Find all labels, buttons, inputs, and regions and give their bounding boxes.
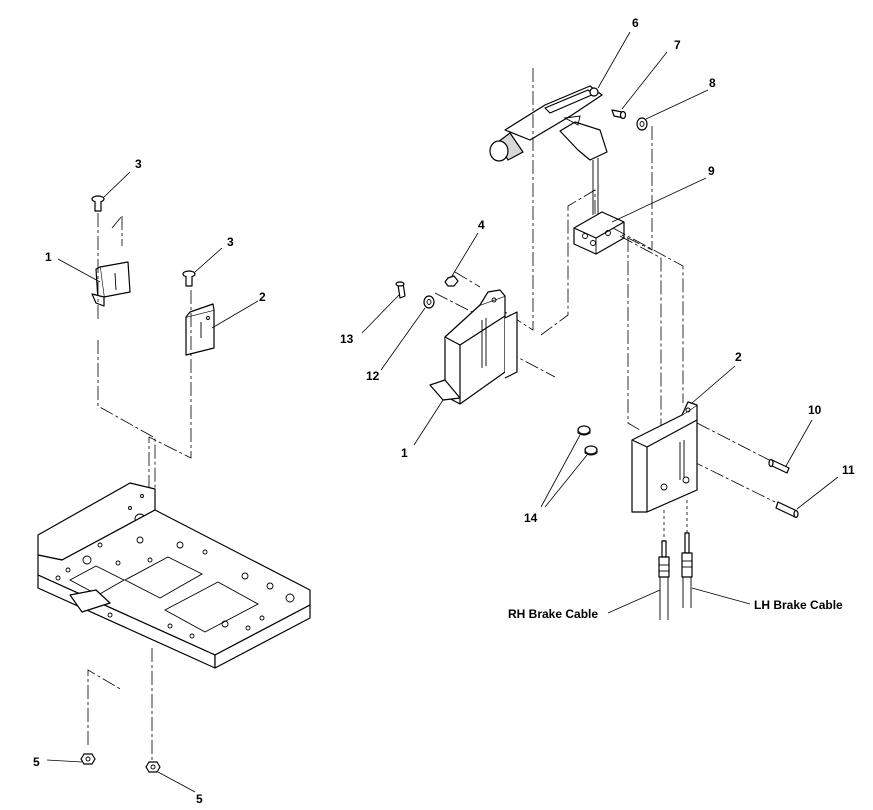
callout-14: 14 [524,511,538,525]
callout-3-top-left: 3 [135,157,142,171]
brake-lever-part-6 [489,85,608,162]
callout-6: 6 [632,16,639,30]
nut-part-4 [444,275,459,287]
nut-part-5a [80,753,96,765]
plug-part-14b [584,445,598,456]
callout-11: 11 [842,463,855,477]
callout-1-right: 1 [401,446,408,460]
callout-13: 13 [340,332,354,346]
washer-part-8 [636,117,648,131]
rh-brake-cable-label: RH Brake Cable [508,607,598,621]
callout-5-bottom: 5 [196,792,203,806]
pivot-bracket-part-9 [573,211,625,255]
callout-3-left: 3 [227,235,234,249]
callout-7: 7 [674,38,681,52]
rh-brake-cable [658,510,670,620]
pin-part-7 [611,109,627,120]
screw-part-3a [91,195,105,212]
bracket-part-2-left [185,303,215,356]
bolt-part-13 [395,281,406,299]
callout-12: 12 [366,369,380,383]
frame-deck [37,482,311,669]
pin-part-11 [775,501,799,519]
screw-part-3b [182,270,196,287]
callout-4: 4 [478,218,485,232]
callout-2-left: 2 [259,290,266,304]
lh-brake-cable [681,500,693,608]
bracket-part-1-left [91,261,131,307]
callout-10: 10 [808,403,822,417]
bolt-part-10 [768,458,790,474]
bracket-part-1-right [429,289,518,405]
callout-8: 8 [709,76,716,90]
washer-part-12 [423,295,435,309]
bracket-part-2-right [631,401,698,513]
lh-brake-cable-label: LH Brake Cable [754,598,843,612]
plug-part-14a [577,425,591,436]
callout-1-left: 1 [45,250,52,264]
callout-2-right: 2 [735,350,742,364]
callout-5-left: 5 [33,755,40,769]
callout-9: 9 [708,164,715,178]
nut-part-5b [145,761,161,773]
